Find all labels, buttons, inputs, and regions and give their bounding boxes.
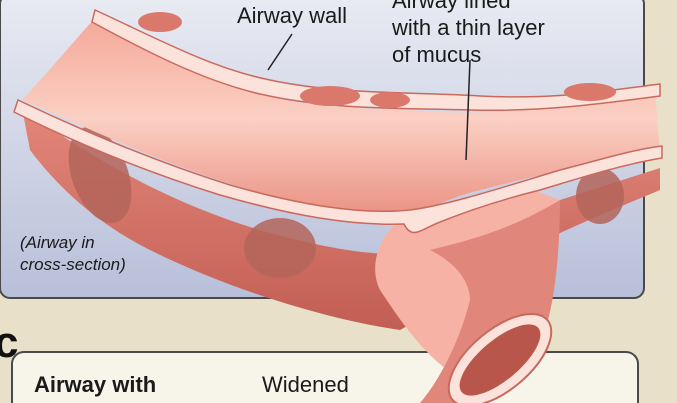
cross-section-line-1: (Airway in xyxy=(20,232,126,254)
mucus-label-line-2: with a thin layer xyxy=(392,14,545,41)
airway-with-label: Airway with xyxy=(34,372,156,398)
widened-label: Widened xyxy=(262,372,349,398)
mucus-lining-label: Airway lined with a thin layer of mucus xyxy=(392,0,545,68)
mucus-label-line-1: Airway lined xyxy=(392,0,545,14)
cross-section-line-2: cross-section) xyxy=(20,254,126,276)
cross-section-label: (Airway in cross-section) xyxy=(20,232,126,276)
panel-letter: c xyxy=(0,318,18,368)
airway-wall-label: Airway wall xyxy=(237,3,347,29)
mucus-label-line-3: of mucus xyxy=(392,41,545,68)
